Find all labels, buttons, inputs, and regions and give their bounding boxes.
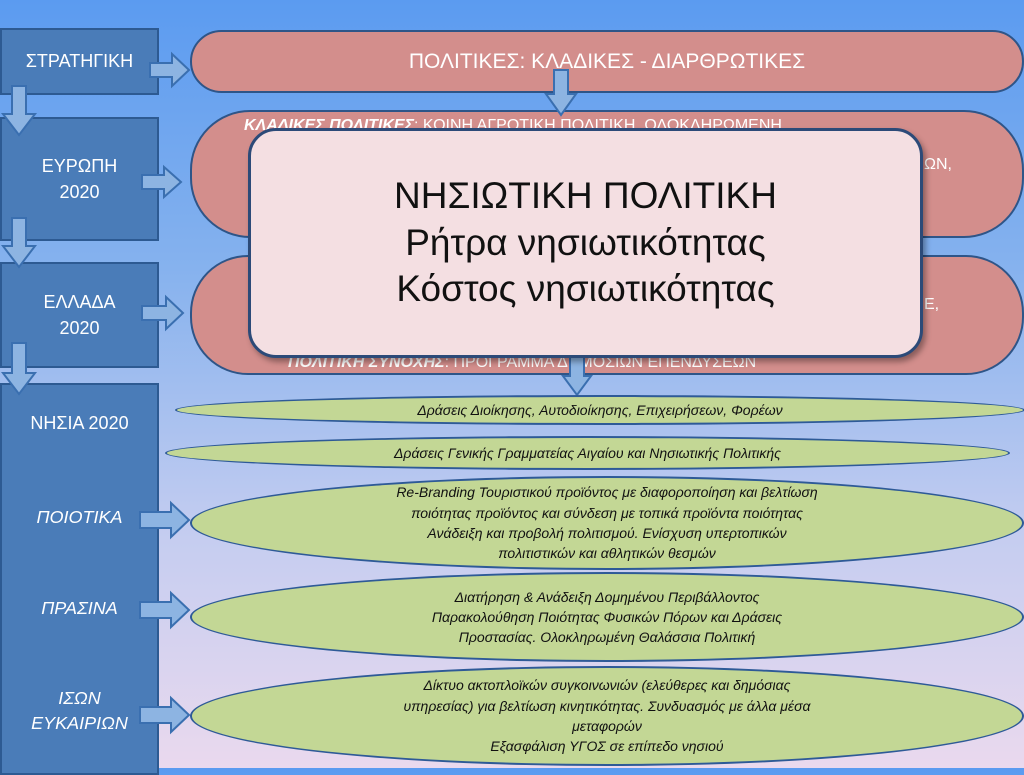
equal-opportunities-label: ΙΣΩΝ ΕΥΚΑΙΡΙΩΝ [0, 686, 159, 736]
policies-pill-text: ΠΟΛΙΤΙΚΕΣ: ΚΛΑΔΙΚΕΣ - ΔΙΑΡΘΡΩΤΙΚΕΣ [408, 49, 806, 73]
environment-line-2: Παρακολούθηση Ποιότητας Φυσικών Πόρων κα… [431, 608, 783, 625]
arrow-down-bottom [561, 355, 593, 397]
admin-actions-ellipse: Δράσεις Διοίκησης, Αυτοδιοίκησης, Επιχει… [175, 395, 1024, 425]
transport-line-2: υπηρεσίας) για βελτίωση κινητικότητας. Σ… [403, 697, 811, 714]
arrow-down-top [544, 69, 578, 117]
arrow-right-green [139, 590, 191, 630]
transport-line-3: μεταφορών [572, 718, 642, 734]
cohesion-policy-bold: ΠΟΛΙΤΙΚΗ ΣΥΝΟΧΗΣ [288, 354, 445, 371]
sectoral-policies-right-fragment: ΩΝ, [924, 156, 952, 173]
islands-2020-title: ΝΗΣΙΑ 2020 [30, 413, 129, 433]
island-policy-popup: ΝΗΣΙΩΤΙΚΗ ΠΟΛΙΤΙΚΗ Ρήτρα νησιωτικότητας … [248, 128, 923, 358]
rebranding-line-1: Re-Branding Τουριστικού προϊόντος με δια… [396, 484, 818, 501]
arrow-right-greece [141, 294, 185, 332]
cohesion-right-fragment: Ε, [924, 296, 940, 313]
rebranding-line-4: πολιτιστικών και αθλητικών θεσμών [498, 545, 716, 562]
europe-label: ΕΥΡΩΠΗ [41, 155, 118, 176]
policies-pill: ΠΟΛΙΤΙΚΕΣ: ΚΛΑΔΙΚΕΣ - ΔΙΑΡΘΡΩΤΙΚΕΣ [190, 30, 1024, 93]
arrow-down-greece [0, 342, 38, 396]
secretariat-actions-text: Δράσεις Γενικής Γραμματείας Αιγαίου και … [394, 444, 781, 461]
transport-line-4: Εξασφάλιση ΥΓΟΣ σε επίπεδο νησιού [490, 738, 724, 755]
arrow-down-europe [0, 217, 38, 269]
rebranding-line-2: ποιότητας προϊόντος και σύνδεση με τοπικ… [411, 504, 803, 521]
europe-year: 2020 [59, 182, 100, 202]
environment-line-3: Προστασίας. Ολοκληρωμένη Θαλάσσια Πολιτι… [458, 629, 756, 646]
arrow-down-strategy [0, 85, 38, 137]
popup-line-insularity-clause: Ρήτρα νησιωτικότητας [405, 221, 766, 263]
quality-label: ΠΟΙΟΤΙΚΑ [36, 507, 123, 527]
green-label: ΠΡΑΣΙΝΑ [41, 598, 118, 618]
rebranding-line-3: Ανάδειξη και προβολή πολιτισμού. Ενίσχυσ… [427, 525, 787, 541]
strategy-box: ΣΤΡΑΤΗΓΙΚΗ [0, 28, 159, 95]
admin-actions-text: Δράσεις Διοίκησης, Αυτοδιοίκησης, Επιχει… [417, 401, 783, 418]
popup-title: ΝΗΣΙΩΤΙΚΗ ΠΟΛΙΤΙΚΗ [394, 175, 777, 217]
greece-label: ΕΛΛΑΔΑ [43, 291, 116, 312]
secretariat-actions-ellipse: Δράσεις Γενικής Γραμματείας Αιγαίου και … [165, 436, 1010, 470]
transport-line-1: Δίκτυο ακτοπλοϊκών συγκοινωνιών (ελεύθερ… [423, 677, 791, 694]
equal-line-1: ΙΣΩΝ [58, 688, 101, 708]
arrow-right-equal [139, 695, 191, 735]
arrow-right-strategy [149, 51, 191, 89]
rebranding-ellipse: Re-Branding Τουριστικού προϊόντος με δια… [190, 476, 1024, 570]
transport-ellipse: Δίκτυο ακτοπλοϊκών συγκοινωνιών (ελεύθερ… [190, 666, 1024, 766]
arrow-right-europe [141, 164, 183, 200]
popup-line-insularity-cost: Κόστος νησιωτικότητας [396, 268, 775, 310]
environment-ellipse: Διατήρηση & Ανάδειξη Δομημένου Περιβάλλο… [190, 572, 1024, 662]
cohesion-policy-text: ΠΟΛΙΤΙΚΗ ΣΥΝΟΧΗΣ: ΠΡΟΓΡΑΜΜΑ ΔΗΜΟΣΙΩΝ ΕΠΕ… [288, 354, 948, 374]
cohesion-policy-rest: : ΠΡΟΓΡΑΜΜΑ ΔΗΜΟΣΙΩΝ ΕΠΕΝΔΥΣΕΩΝ [444, 354, 757, 371]
equal-line-2: ΕΥΚΑΙΡΙΩΝ [31, 713, 128, 734]
greece-year: 2020 [59, 318, 100, 338]
environment-line-1: Διατήρηση & Ανάδειξη Δομημένου Περιβάλλο… [454, 588, 760, 605]
islands-2020-column [0, 383, 159, 775]
strategy-label: ΣΤΡΑΤΗΓΙΚΗ [25, 51, 134, 72]
arrow-right-quality [139, 500, 191, 540]
